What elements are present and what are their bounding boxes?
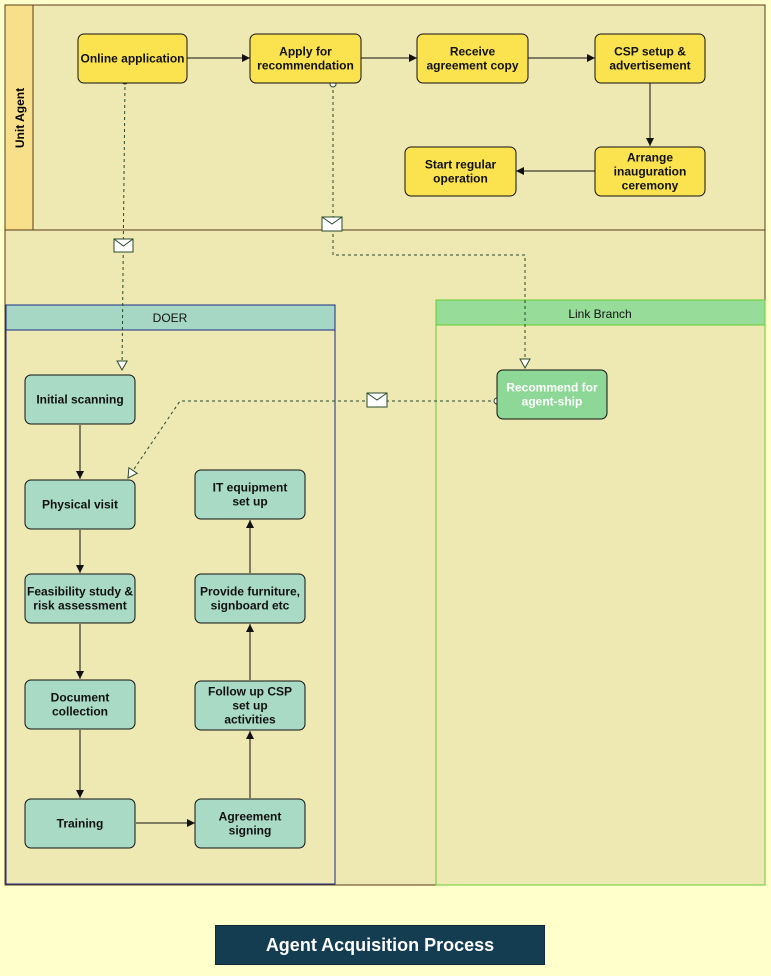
node-training: Training: [24, 798, 136, 849]
node-label: ceremony: [622, 179, 679, 193]
link-branch-lane-label: Link Branch: [568, 307, 631, 321]
node-label: Follow up CSP: [208, 685, 292, 699]
node-label: Document: [51, 691, 110, 705]
node-label: Physical visit: [42, 498, 118, 512]
message-online-to-initial: [116, 77, 129, 372]
node-label: collection: [52, 705, 108, 719]
node-label: CSP setup &: [614, 45, 686, 59]
node-provide-furniture: Provide furniture,signboard etc: [194, 573, 306, 624]
node-box: [594, 146, 706, 197]
node-label: Recommend for: [506, 381, 598, 395]
node-label: Arrange: [627, 151, 673, 165]
node-box: [594, 33, 706, 84]
node-label: inauguration: [614, 165, 687, 179]
node-label: Provide furniture,: [200, 585, 300, 599]
node-box: [416, 33, 529, 84]
node-box: [194, 680, 306, 731]
nodes: Online application Apply forrecommendatio…: [24, 33, 706, 849]
doer-lane-header: [5, 304, 336, 331]
node-box: [194, 469, 306, 520]
unit-agent-lane-label: Unit Agent: [13, 88, 27, 148]
node-label: recommendation: [257, 59, 354, 73]
node-box: [404, 146, 517, 197]
node-label: Apply for: [279, 45, 332, 59]
node-box: [24, 479, 136, 530]
diagram-title: Agent Acquisition Process: [215, 925, 545, 965]
node-label: IT equipment: [213, 481, 288, 495]
node-label: Agreement: [219, 810, 282, 824]
message-flows: [116, 77, 531, 479]
node-box: [24, 573, 136, 624]
message-recommend-to-physical: [127, 397, 501, 479]
envelope-icon: [321, 216, 343, 232]
node-label: risk assessment: [33, 599, 126, 613]
node-online-application: Online application: [77, 33, 188, 84]
node-label: set up: [232, 699, 267, 713]
node-label: agreement copy: [426, 59, 518, 73]
node-label: agent-ship: [522, 395, 583, 409]
node-box: [24, 798, 136, 849]
node-label: Online application: [80, 52, 184, 66]
node-box: [24, 679, 136, 730]
node-feasibility-study: Feasibility study &risk assessment: [24, 573, 136, 624]
node-label: signboard etc: [211, 599, 290, 613]
node-box: [249, 33, 362, 84]
node-label: signing: [229, 824, 272, 838]
node-initial-scanning: Initial scanning: [24, 374, 136, 425]
node-box: [194, 798, 306, 849]
node-label: activities: [224, 713, 276, 727]
message-apply-to-recommend: [329, 80, 531, 370]
envelope-icon: [366, 392, 388, 408]
sequence-flows: [76, 54, 654, 827]
node-label: Feasibility study &: [27, 585, 133, 599]
node-label: Training: [57, 817, 104, 831]
node-label: Start regular: [425, 158, 497, 172]
node-box: [24, 374, 136, 425]
node-label: operation: [433, 172, 488, 186]
node-label: advertisement: [609, 59, 690, 73]
envelope-icon: [113, 238, 134, 253]
node-box: [77, 33, 188, 84]
node-box: [496, 369, 608, 420]
node-label: Receive: [450, 45, 496, 59]
node-physical-visit: Physical visit: [24, 479, 136, 530]
node-label: Initial scanning: [36, 393, 123, 407]
node-label: set up: [232, 495, 267, 509]
unit-agent-lane-header: [4, 4, 34, 231]
node-box: [194, 573, 306, 624]
node-csp-setup: CSP setup &advertisement: [594, 33, 706, 84]
doer-lane-label: DOER: [153, 311, 188, 325]
